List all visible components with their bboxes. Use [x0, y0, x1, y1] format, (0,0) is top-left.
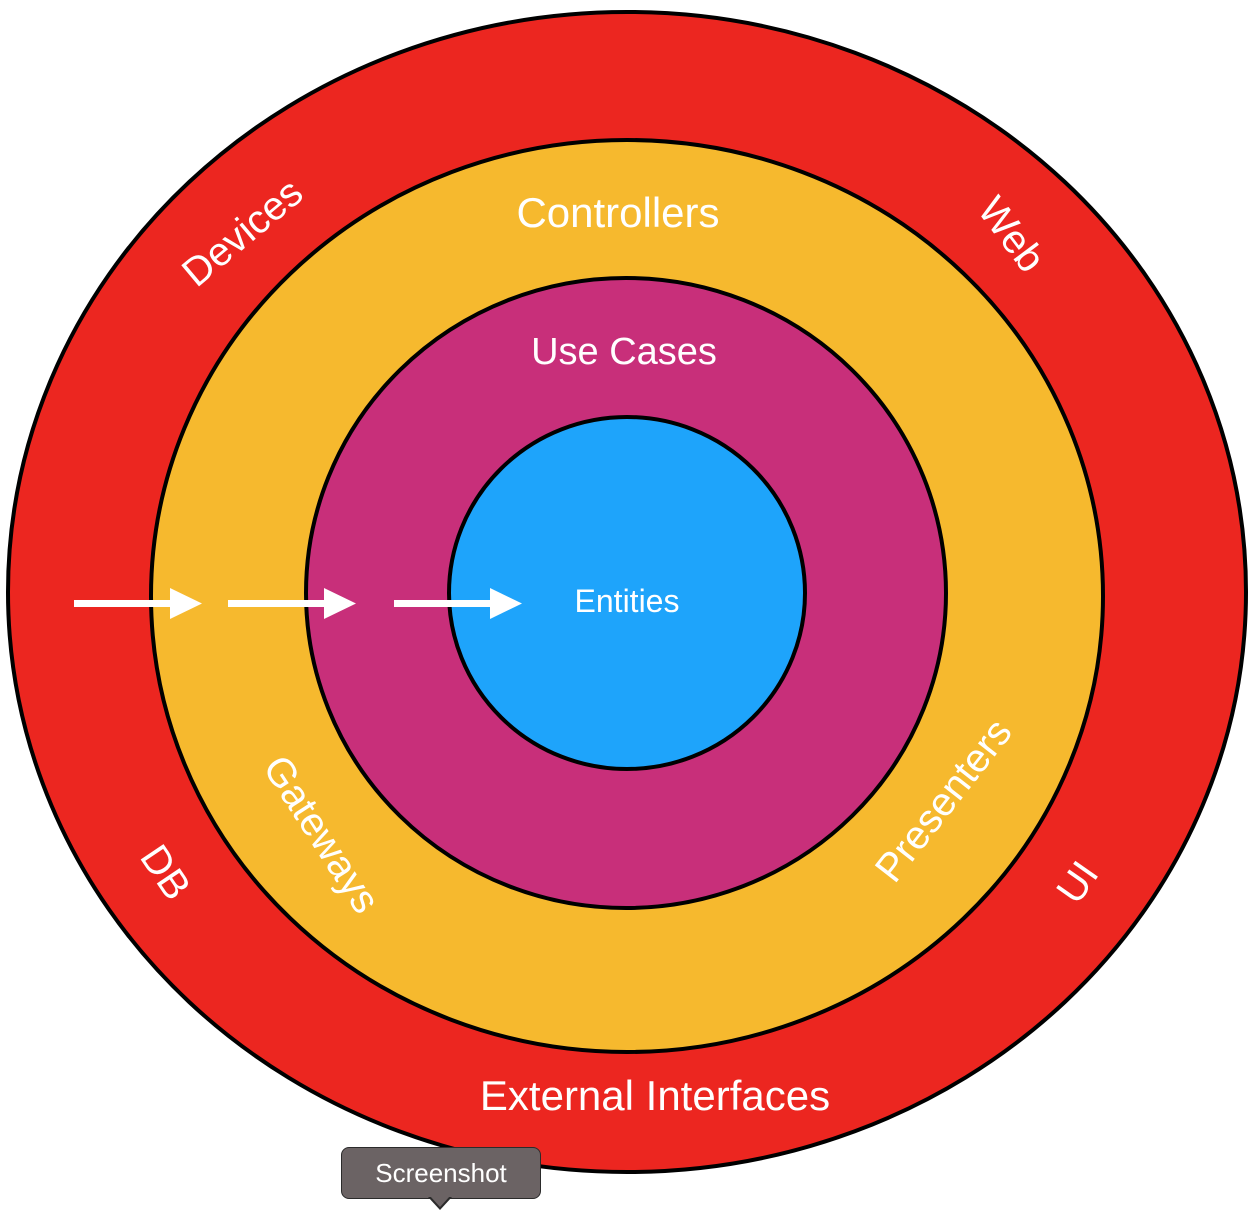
label-controllers: Controllers — [516, 189, 719, 236]
dependency-arrow — [74, 588, 202, 619]
dependency-arrow — [228, 588, 356, 619]
screenshot-tooltip: Screenshot — [341, 1147, 541, 1199]
label-entities: Entities — [575, 583, 680, 619]
label-use-cases: Use Cases — [531, 331, 717, 373]
ring-entities — [447, 415, 807, 771]
label-external-interfaces: External Interfaces — [480, 1072, 830, 1119]
tooltip-label: Screenshot — [375, 1157, 507, 1188]
dependency-arrow — [394, 588, 522, 619]
tooltip-pointer-fill — [430, 1196, 450, 1207]
